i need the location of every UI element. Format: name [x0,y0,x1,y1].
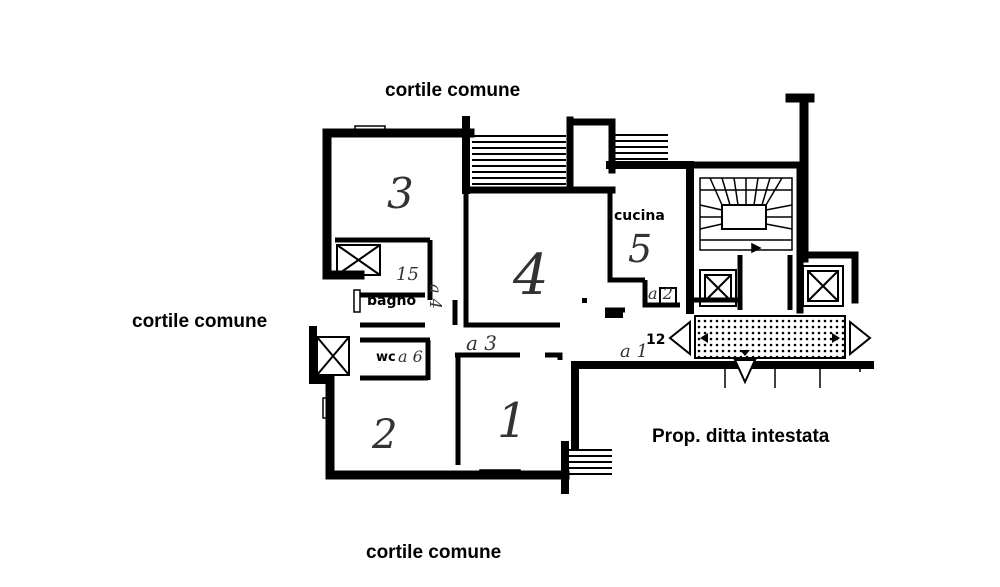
corridor-mark: a 1 [620,341,648,362]
room-number-5: 5 [628,227,652,271]
fixtures [582,287,677,318]
bath-mark: 15 [396,264,419,285]
dotted-landing [668,315,872,385]
left-courtyard-label: cortile comune [132,311,267,332]
elevator-left [699,269,737,307]
near-12-mark: a 2 [648,284,673,303]
window-marks [322,125,861,477]
room-number-2: 2 [371,412,397,458]
room-number-4: 4 [512,243,549,308]
outer-walls [309,93,874,494]
stairs-kitchen [615,134,668,160]
shaft-2 [316,336,350,376]
kitchen-label: cucina [614,208,665,224]
room-number-3: 3 [387,169,414,218]
wc-label: wc [376,350,396,365]
inner-walls [335,190,793,465]
bathroom-label: bagno [367,293,416,309]
wc-mark: a 6 [398,347,423,366]
bath-side-mark: a 4 [426,284,445,309]
bottom-courtyard-label: cortile comune [366,542,501,563]
room-number-12: 12 [646,332,665,348]
stairs-top [472,135,566,185]
shaft-3 [336,244,381,276]
hall-mark: a 3 [466,331,497,355]
property-label: Prop. ditta intestata [652,426,830,447]
stairs-bottom [568,449,612,475]
elevator-right [802,265,844,307]
main-staircase [699,177,793,254]
top-courtyard-label: cortile comune [385,80,520,101]
room-number-1: 1 [497,393,528,449]
